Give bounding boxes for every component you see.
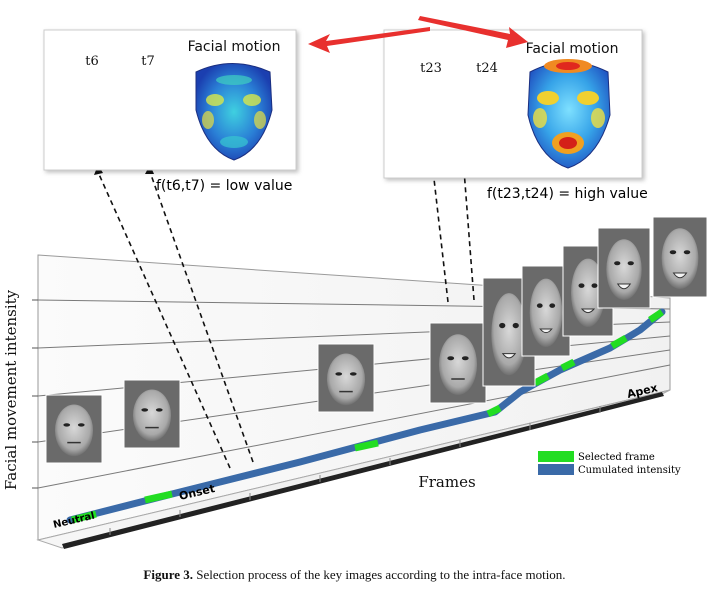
left-frame2-label: t7 — [141, 54, 155, 69]
dashed-links — [97, 169, 475, 469]
y-ticks — [32, 299, 38, 489]
selected-frame-mark — [144, 490, 173, 504]
right-frame2-label: t24 — [476, 61, 498, 76]
figure-caption: Figure 3. Selection process of the key i… — [0, 567, 709, 583]
chart-base-edge — [62, 392, 664, 549]
left-frame1-label: t6 — [85, 54, 99, 69]
right-frame1-label: t23 — [420, 61, 442, 76]
left-formula: f(t6,t7) = low value — [156, 178, 292, 194]
dashed-link — [149, 171, 254, 463]
heatmap-low-motion — [195, 63, 273, 161]
face-photo — [123, 379, 181, 449]
selected-frame-mark — [71, 510, 97, 524]
red-arrows — [308, 16, 528, 53]
face-photo — [652, 216, 708, 298]
left-motion-title: Facial motion — [188, 39, 281, 55]
x-ticks — [109, 406, 601, 535]
heatmap-high-motion — [527, 59, 611, 169]
selected-frame-mark — [533, 372, 550, 387]
face-photo — [521, 265, 571, 357]
legend-label-selected: Selected frame — [578, 452, 655, 463]
selected-frame-mark — [610, 334, 628, 350]
legend-swatch-cumulated — [538, 464, 574, 475]
face-photo — [562, 245, 614, 337]
selected-frame-segments — [71, 309, 664, 524]
caption-text: Selection process of the key images acco… — [193, 567, 566, 582]
dashed-link — [432, 169, 449, 303]
legend-swatch-selected — [538, 451, 574, 462]
caption-label: Figure 3. — [143, 567, 194, 582]
y-axis-label: Facial movement intensity — [2, 289, 20, 490]
selected-frame-mark — [354, 439, 379, 452]
right-motion-title: Facial motion — [526, 41, 619, 57]
dashed-link — [463, 169, 475, 301]
legend: Selected frame Cumulated intensity — [538, 451, 681, 476]
right-formula: f(t23,t24) = high value — [487, 186, 648, 202]
face-photo — [597, 227, 651, 309]
selected-frame-mark — [648, 309, 664, 323]
face-photo — [429, 322, 487, 404]
selected-frame-mark — [486, 404, 502, 418]
face-photo — [317, 343, 375, 413]
selected-frame-mark — [560, 358, 576, 372]
red-arrow-left — [308, 27, 430, 53]
legend-label-cumulated: Cumulated intensity — [578, 465, 681, 476]
x-axis-label: Frames — [418, 473, 475, 491]
red-arrow-right — [418, 16, 528, 48]
dashed-link — [97, 171, 231, 469]
face-photo — [45, 394, 103, 464]
